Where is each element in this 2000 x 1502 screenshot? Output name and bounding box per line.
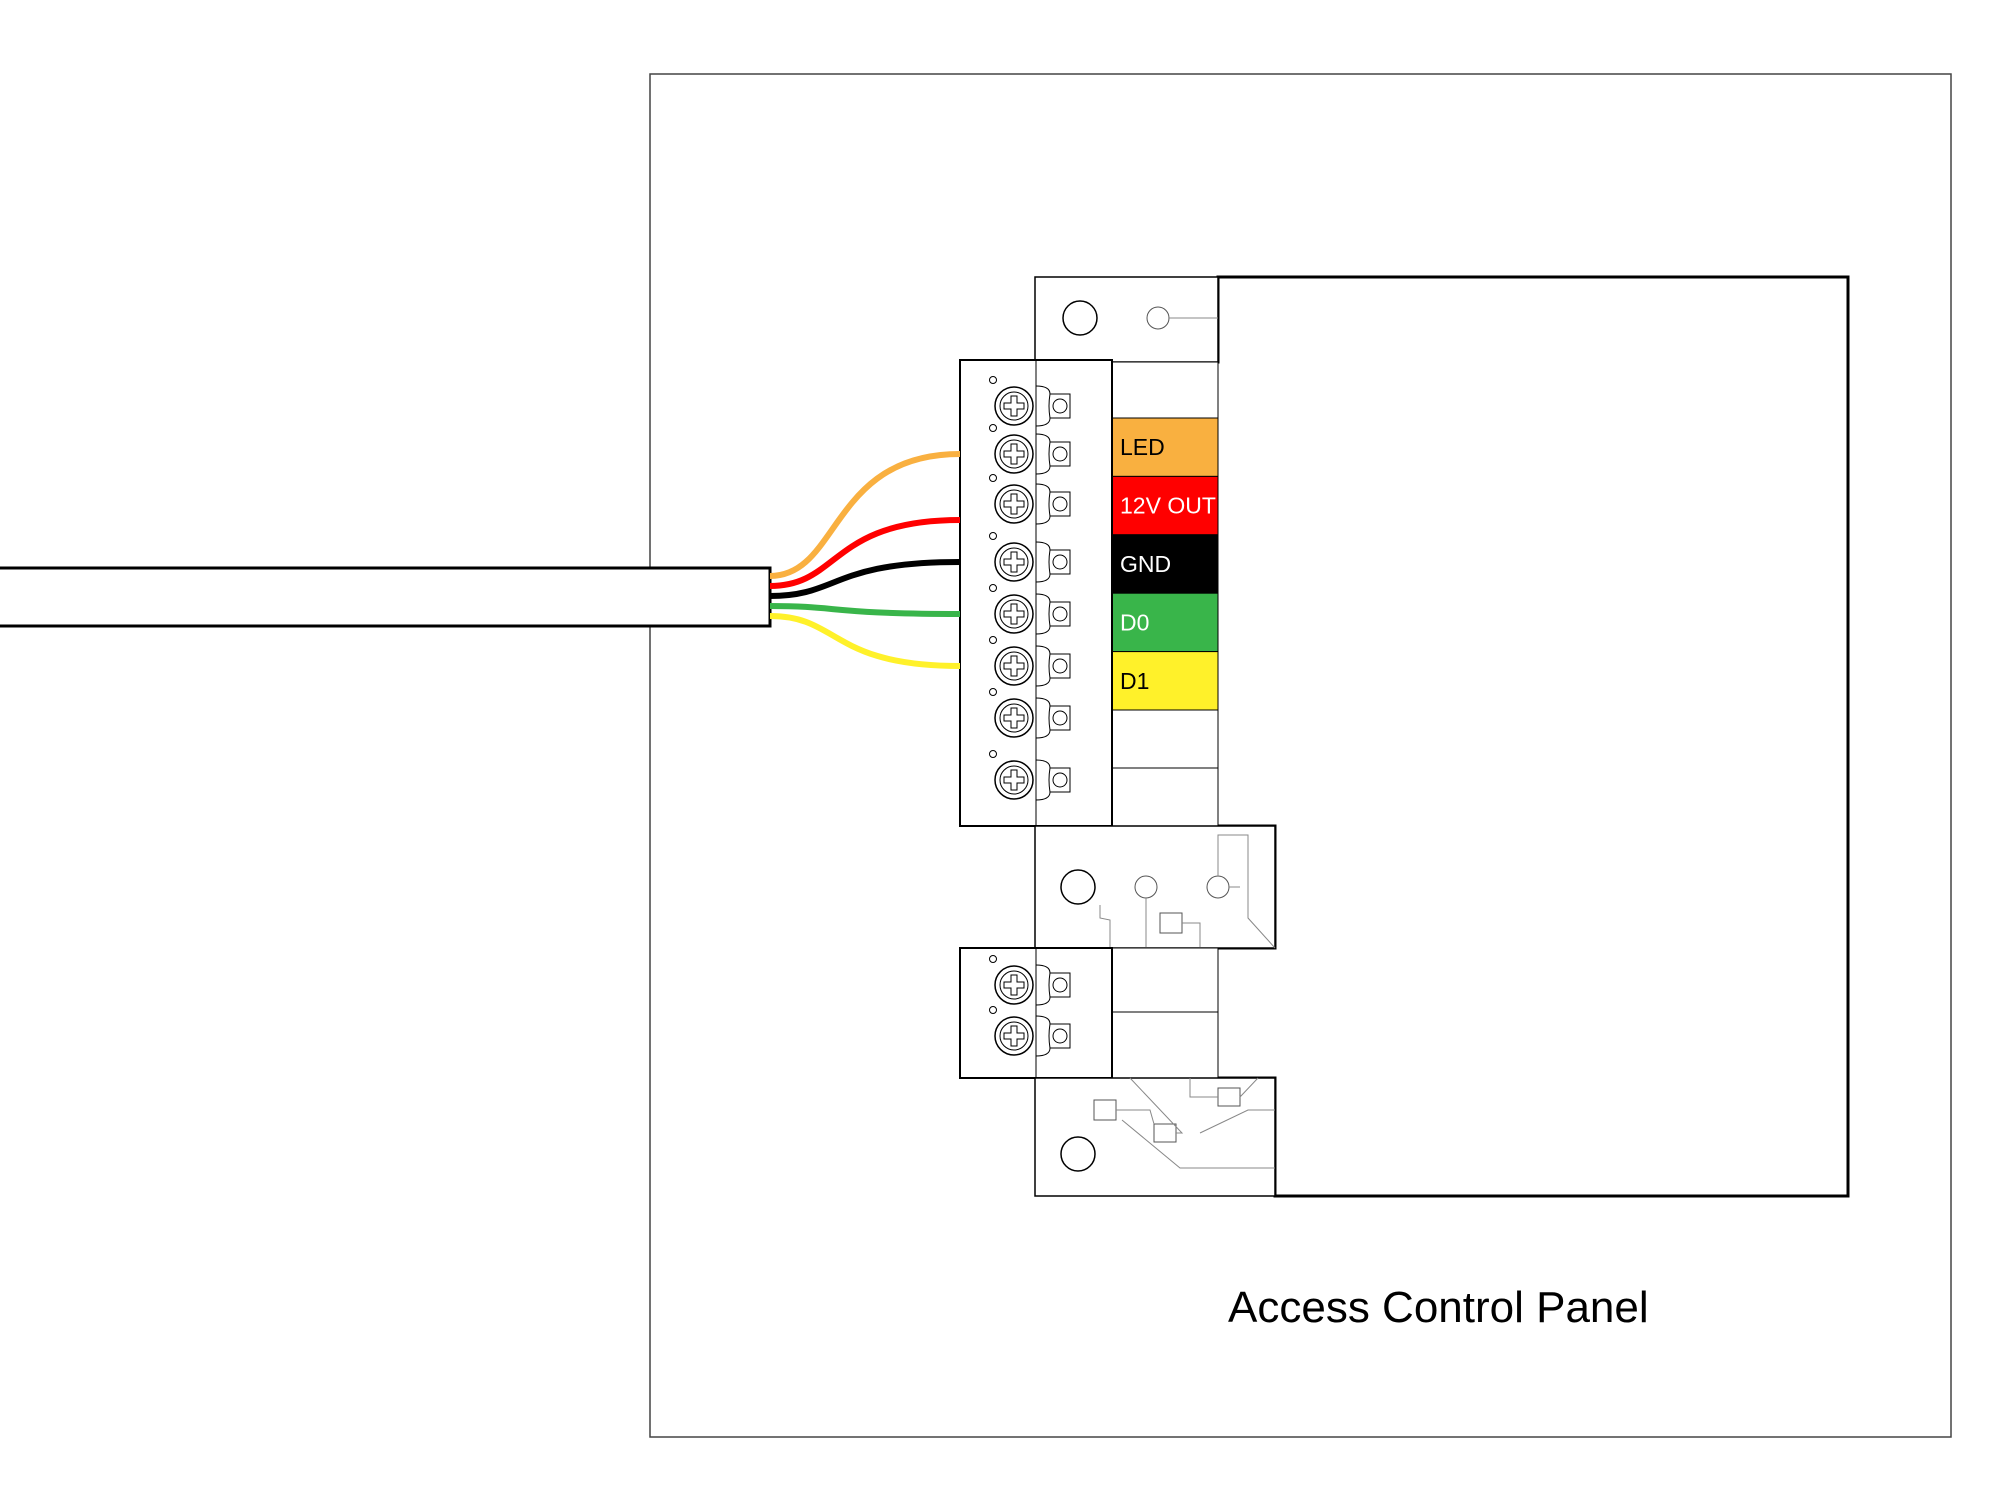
component-pad-square (1217, 1087, 1241, 1107)
wire-d1 (769, 613, 961, 669)
component-pad-square (1159, 912, 1183, 934)
terminal-screw (989, 584, 1071, 635)
terminal-label-gnd: GND (1111, 534, 1219, 594)
small-terminal-label-column (1111, 947, 1219, 1079)
terminal-screw (989, 424, 1071, 475)
bottom-mounting-bracket (1034, 1077, 1276, 1197)
wire-gnd (769, 559, 961, 599)
small-screw-terminal-block (959, 947, 1113, 1079)
mounting-hole (1062, 300, 1098, 336)
panel-title: Access Control Panel (1228, 1283, 1649, 1332)
wire-12v-out (769, 517, 961, 589)
terminal-screw (989, 532, 1071, 583)
terminal-label-text: D0 (1120, 609, 1149, 635)
terminal-screw (989, 688, 1071, 739)
terminal-label-d1: D1 (1111, 651, 1219, 711)
component-pad (1134, 875, 1158, 899)
component-pad (1146, 306, 1170, 330)
terminal-screw (989, 955, 1071, 1006)
wire-d0 (769, 603, 961, 617)
mounting-hole (1060, 869, 1096, 905)
control-board (1108, 275, 1850, 1198)
top-mounting-bracket (1034, 276, 1219, 363)
terminal-screw (989, 750, 1071, 801)
terminal-label-12v-out: 12V OUT (1111, 475, 1219, 536)
terminal-screw (989, 636, 1071, 687)
component-pad-square (1093, 1099, 1117, 1121)
terminal-label-text: LED (1120, 434, 1165, 460)
terminal-label-text: 12V OUT (1120, 493, 1216, 519)
component-pad-square (1153, 1123, 1177, 1143)
mounting-hole (1060, 1136, 1096, 1172)
terminal-label-text: GND (1120, 551, 1171, 577)
wire-led (769, 451, 961, 579)
wires (769, 451, 961, 669)
terminal-label-led: LED (1111, 417, 1219, 477)
terminal-screw (989, 376, 1071, 427)
terminal-label-d0: D0 (1111, 592, 1219, 653)
terminal-screw (989, 474, 1071, 525)
component-pad (1206, 875, 1230, 899)
terminal-label-text: D1 (1120, 668, 1149, 694)
terminal-screw (989, 1006, 1071, 1057)
reader-cable-jacket (0, 566, 772, 628)
middle-mounting-bracket (1034, 825, 1276, 949)
main-screw-terminal-block (959, 359, 1113, 827)
